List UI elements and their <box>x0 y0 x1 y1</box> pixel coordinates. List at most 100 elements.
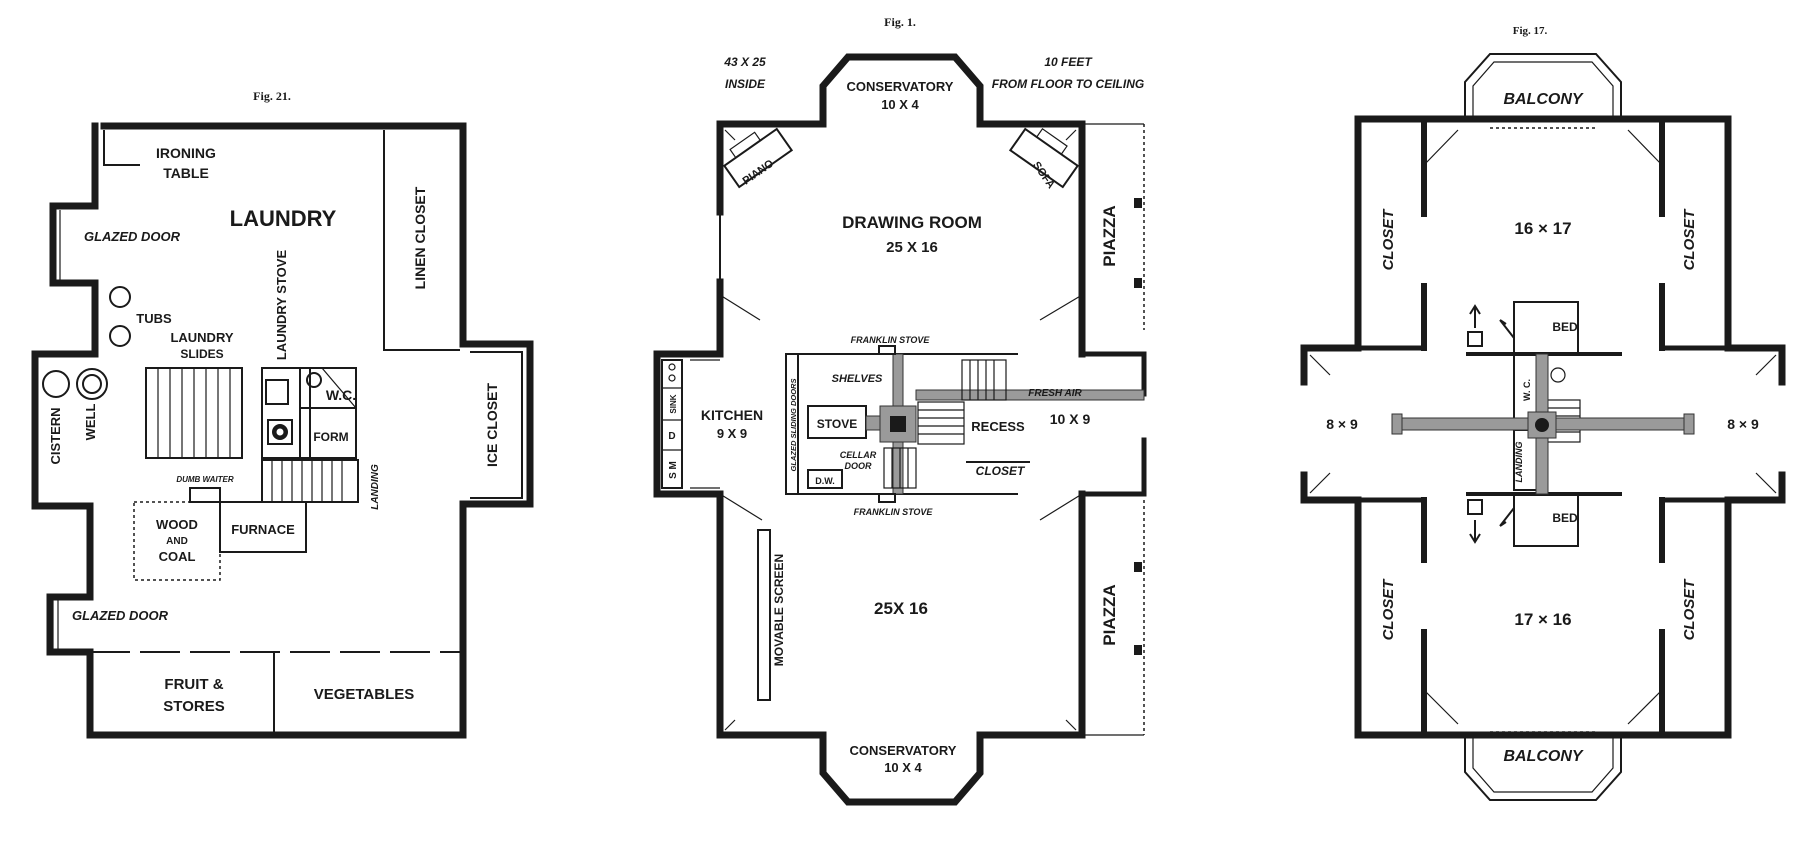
sm-label: S M <box>668 461 679 479</box>
conservatory-bottom-label-2: 10 X 4 <box>884 760 922 775</box>
piazza-post-4 <box>1134 645 1142 655</box>
balcony-bottom-label: BALCONY <box>1503 748 1583 765</box>
laundry-stove-box <box>261 367 311 459</box>
wc-label: W.C. <box>326 387 356 403</box>
central-flue <box>890 416 906 432</box>
landing-label: LANDING <box>370 464 381 510</box>
dw-box <box>807 469 843 489</box>
piazza-post-3 <box>1134 562 1142 572</box>
cellar-door-label-2: DOOR <box>845 461 873 471</box>
d-label: D <box>668 431 675 442</box>
fig1-ten-by-nine-wall <box>1079 351 1147 497</box>
room-10x9-label: 10 X 9 <box>1050 411 1091 427</box>
conservatory-top-label-1: CONSERVATORY <box>847 79 954 94</box>
stairs-treads <box>883 359 1007 489</box>
closet-bl-label: CLOSET <box>1380 578 1397 641</box>
piazza-top-label: PIAZZA <box>1100 205 1119 266</box>
linen-closet-label: LINEN CLOSET <box>412 186 428 289</box>
kitchen-counter <box>661 359 683 489</box>
wood-coal-label-1: WOOD <box>156 517 198 532</box>
bed-bottom-label: BED <box>1552 511 1578 525</box>
flue-up <box>892 353 904 407</box>
balcony-top-inner <box>1472 61 1614 119</box>
sink-tap-2 <box>668 374 676 382</box>
sofa-label: SOFA <box>1030 160 1057 191</box>
movable-screen-label: MOVABLE SCREEN <box>772 554 786 666</box>
piazza-post-2 <box>1134 278 1142 288</box>
landing-17-label: LANDING <box>1514 442 1524 483</box>
kitchen-size: 9 X 9 <box>717 426 747 441</box>
wood-coal-label-3: COAL <box>159 549 196 564</box>
room-17x16-label: 17 × 16 <box>1514 610 1571 629</box>
tub-2 <box>109 325 131 347</box>
bed-top-arrow-icon <box>1499 319 1515 339</box>
laundry-stove-label: LAUNDRY STOVE <box>274 250 289 361</box>
movable-screen <box>757 529 771 701</box>
wc-diagonal <box>321 367 357 409</box>
fresh-air-duct <box>915 389 1145 401</box>
fig1-height-note-2: FROM FLOOR TO CEILING <box>992 77 1144 91</box>
fruit-stores-label-1: FRUIT & <box>164 676 223 693</box>
ice-closet-label: ICE CLOSET <box>484 383 500 467</box>
glazed-door-top-frame <box>54 210 61 280</box>
linen-closet-wall <box>383 130 460 351</box>
fig1-caption: Fig. 1. <box>884 15 916 29</box>
closet-tr-label: CLOSET <box>1681 208 1698 271</box>
fig21-caption: Fig. 21. <box>253 89 291 103</box>
back-room-corner-lines <box>719 493 1083 521</box>
furnace-box <box>219 501 307 553</box>
conservatory-top-label-2: 10 X 4 <box>881 97 919 112</box>
piano-label: PIANO <box>741 157 777 187</box>
franklin-stove-top-box <box>878 345 896 355</box>
bed-bottom-arrow-icon <box>1499 507 1515 527</box>
ironing-table-label-1: IRONING <box>156 145 216 161</box>
arrow-down-icon <box>1469 520 1481 544</box>
room-25x16-label: 25X 16 <box>874 599 928 618</box>
fig1-size-note-2: INSIDE <box>725 77 766 91</box>
well-label: WELL <box>83 404 98 441</box>
sink-label: SINK <box>669 394 678 413</box>
fig1-height-note-1: 10 FEET <box>1044 55 1093 69</box>
glazed-doors-frame <box>785 353 799 495</box>
furnace-label: FURNACE <box>231 522 295 537</box>
room-16x17-label: 16 × 17 <box>1514 219 1571 238</box>
cistern-label: CISTERN <box>48 407 63 464</box>
vegetables-label: VEGETABLES <box>314 686 415 703</box>
drawing-room-size: 25 X 16 <box>886 239 938 256</box>
room-corner-chamfers <box>1423 129 1663 725</box>
wood-coal-label-2: AND <box>166 536 188 547</box>
fig1-outer-wall-left <box>819 53 1086 216</box>
laundry-stove-flue-core <box>276 428 284 436</box>
stairs-lower-hatch <box>271 460 343 502</box>
franklin-stove-top-label: FRANKLIN STOVE <box>851 335 931 345</box>
closet-br-label: CLOSET <box>1681 578 1698 641</box>
recess-label: RECESS <box>971 419 1025 434</box>
wc-17-label: W. C. <box>1522 379 1532 401</box>
well-circle-inner <box>82 374 102 394</box>
tubs-label: TUBS <box>136 311 172 326</box>
piazza-bottom-label: PIAZZA <box>1100 584 1119 645</box>
franklin-stove-bottom-box <box>878 493 896 503</box>
wc-bowl-17 <box>1550 367 1566 383</box>
dw-label: D.W. <box>815 476 835 486</box>
fig1-outer-wall-left-main <box>653 120 1086 806</box>
fig17-caption: Fig. 17. <box>1513 25 1548 37</box>
closet-label: CLOSET <box>976 464 1026 478</box>
balcony-bottom-inner <box>1472 735 1614 793</box>
flue-down <box>892 441 904 495</box>
room-right-label: 8 × 9 <box>1727 416 1759 432</box>
laundry-stove-small <box>265 379 289 405</box>
fruit-stores-label-2: STORES <box>163 698 224 715</box>
franklin-stove-bottom-label: FRANKLIN STOVE <box>854 507 934 517</box>
cistern-circle <box>42 370 70 398</box>
laundry-slides-hatch <box>157 368 231 458</box>
balcony-top-label: BALCONY <box>1503 91 1583 108</box>
wood-coal-bin <box>133 501 221 581</box>
laundry-slides-label-1: LAUNDRY <box>170 330 233 345</box>
form-label: FORM <box>313 430 348 444</box>
closet-tl-label: CLOSET <box>1380 208 1397 271</box>
fig21-outer-wall <box>31 122 534 739</box>
balcony-top-outer <box>1464 53 1622 119</box>
fresh-air-label: FRESH AIR <box>1028 388 1082 399</box>
